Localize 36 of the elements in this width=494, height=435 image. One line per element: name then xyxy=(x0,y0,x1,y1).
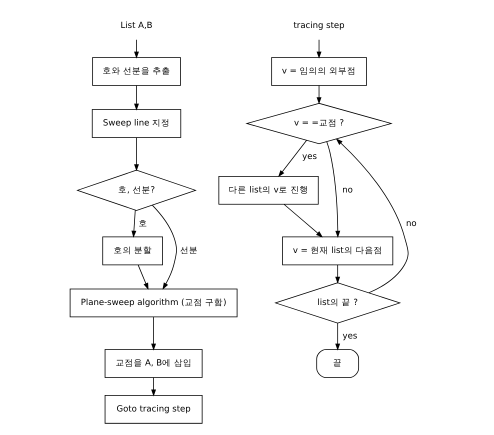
arrow xyxy=(316,85,322,104)
arrow xyxy=(284,204,323,238)
node-box: Goto tracing step xyxy=(104,394,203,424)
arrow xyxy=(151,316,156,351)
arrow xyxy=(138,264,148,290)
arrow xyxy=(134,85,139,111)
node-text: tracing step xyxy=(293,20,345,31)
edge-label: no xyxy=(406,218,417,229)
arrow xyxy=(152,204,177,290)
arrow xyxy=(134,39,139,59)
arrow xyxy=(134,137,139,172)
arrow xyxy=(335,322,340,351)
node-text: List A,B xyxy=(120,20,153,31)
arrow xyxy=(278,140,307,178)
edge-label: 선분 xyxy=(180,246,198,256)
arrow xyxy=(316,39,322,59)
node-box: 호와 선분을 추출 xyxy=(92,57,181,86)
node-box: 끝 xyxy=(316,349,360,378)
arrow xyxy=(335,264,340,284)
node-box: v = 임의의 외부점 xyxy=(271,57,367,86)
node-diamond: list의 끝 ? xyxy=(274,282,402,324)
node-box: 다른 list의 v로 진행 xyxy=(218,176,319,205)
arrow xyxy=(131,210,136,238)
edge-label: 호 xyxy=(138,218,148,229)
edge-label: yes xyxy=(342,332,358,342)
node-box: Sweep line 지정 xyxy=(92,109,182,138)
edge-label: no xyxy=(342,185,353,196)
node-box: v = 현재 list의 다음점 xyxy=(282,236,394,266)
node-box: 교점을 A, B에 삽입 xyxy=(104,349,203,378)
arrow xyxy=(336,138,409,294)
node-diamond: 호, 선분? xyxy=(76,170,197,211)
node-box: 호의 분할 xyxy=(102,236,163,266)
arrow xyxy=(151,377,156,396)
edge-label: yes xyxy=(302,152,317,162)
node-box: Plane-sweep algorithm (교점 구함) xyxy=(70,288,238,318)
arrow xyxy=(326,141,340,238)
